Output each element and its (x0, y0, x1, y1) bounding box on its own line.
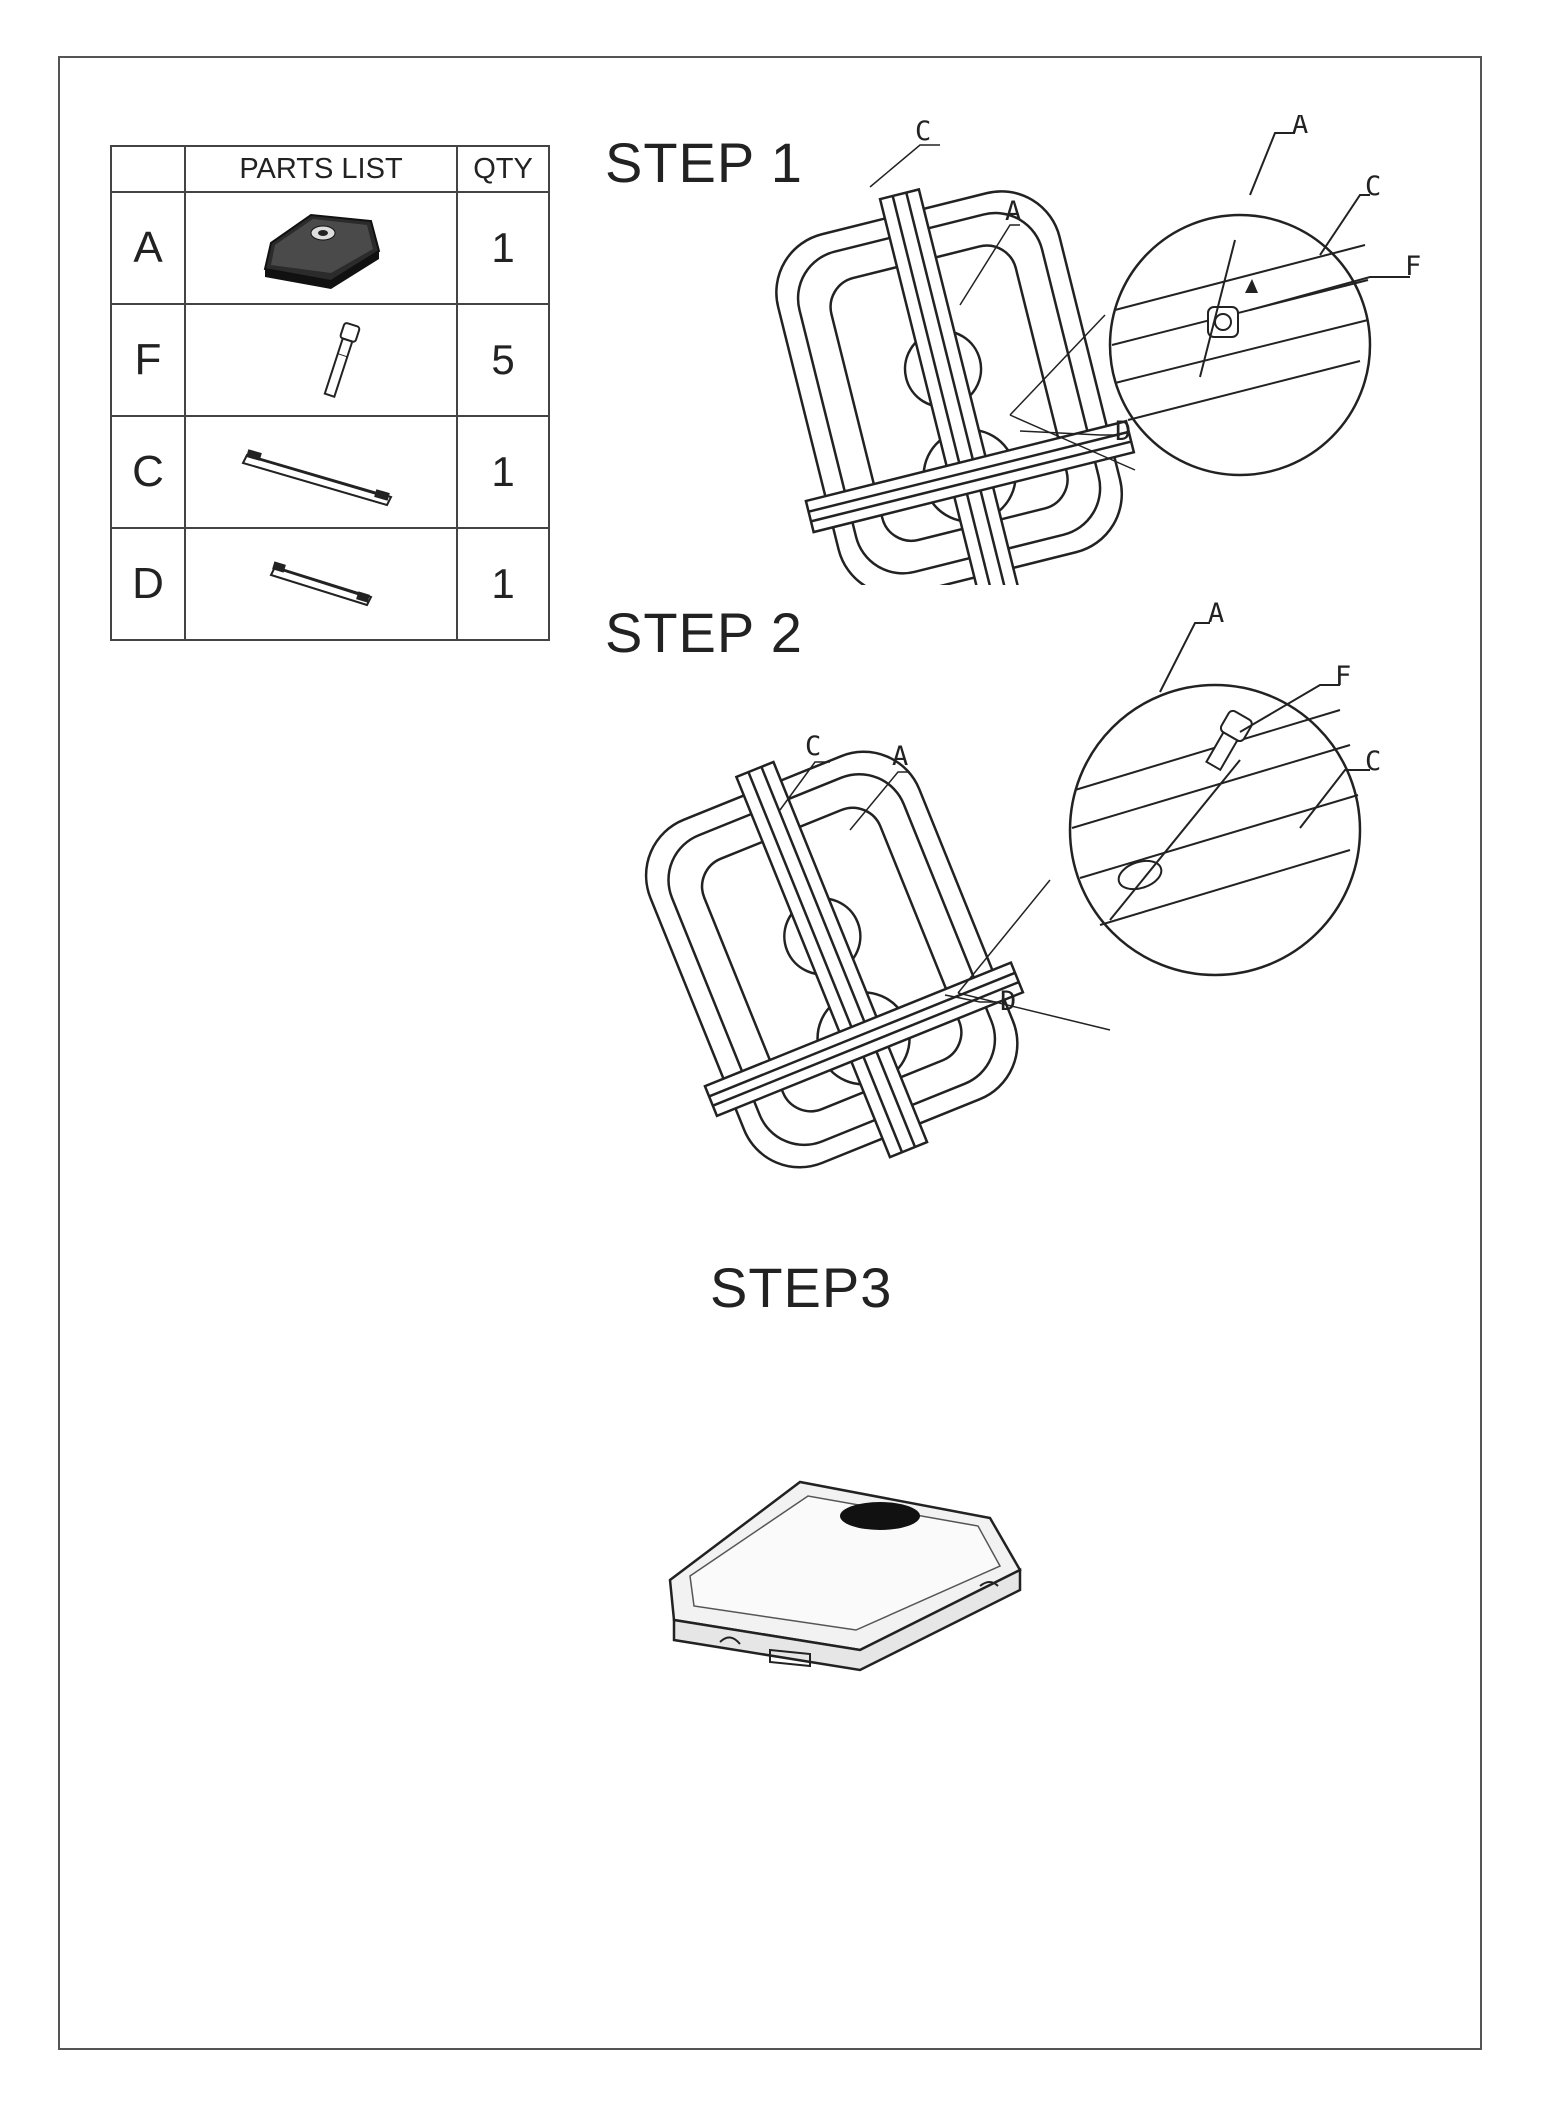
parts-table-header: PARTS LIST QTY (110, 145, 550, 193)
step-1-callout-d: D (1115, 416, 1131, 447)
step-2-callout-c: C (805, 731, 821, 762)
step-1-zoom-callout-c: C (1365, 171, 1381, 202)
part-qty: 1 (456, 191, 550, 305)
header-qty: QTY (456, 145, 550, 193)
part-letter: F (110, 303, 186, 417)
step-1-callout-c: C (915, 116, 931, 147)
header-blank-cell (110, 145, 186, 193)
part-qty: 5 (456, 303, 550, 417)
part-letter: D (110, 527, 186, 641)
step-2-zoom-detail: A F C (1068, 600, 1381, 977)
screw-part-image (184, 303, 458, 417)
short-bar-part-image (184, 527, 458, 641)
step-2-callout-a: A (892, 741, 908, 772)
long-bar-part-image (184, 415, 458, 529)
base-part-image (184, 191, 458, 305)
step-1-zoom-callout-f: F (1405, 251, 1420, 282)
step-2-zoom-callout-f: F (1335, 661, 1351, 692)
step-1-heading: STEP 1 (605, 131, 803, 194)
step-3-heading: STEP3 (710, 1256, 893, 1319)
step-1-zoom-detail: A C F (1108, 115, 1420, 477)
step-2-illustration: C A D A F C (644, 600, 1381, 1169)
step-2-heading: STEP 2 (605, 601, 803, 664)
part-letter: A (110, 191, 186, 305)
table-row: C 1 (110, 415, 550, 529)
step-1-illustration: C A D A C F (775, 115, 1420, 585)
step-1-callout-a: A (1005, 196, 1021, 227)
part-qty: 1 (456, 527, 550, 641)
step-2-zoom-callout-c: C (1365, 746, 1381, 777)
table-row: F 5 (110, 303, 550, 417)
step-3-assembled-base (668, 1480, 1022, 1672)
step-2-zoom-callout-a: A (1208, 600, 1224, 629)
page-frame (58, 56, 1482, 2050)
part-qty: 1 (456, 415, 550, 529)
header-parts-list: PARTS LIST (184, 145, 458, 193)
table-row: A 1 (110, 191, 550, 305)
table-row: D 1 (110, 527, 550, 641)
step-2-callout-d: D (1000, 986, 1016, 1017)
step-1-zoom-callout-a: A (1292, 115, 1308, 140)
part-letter: C (110, 415, 186, 529)
parts-table: PARTS LIST QTY A 1 F 5 (110, 145, 550, 641)
